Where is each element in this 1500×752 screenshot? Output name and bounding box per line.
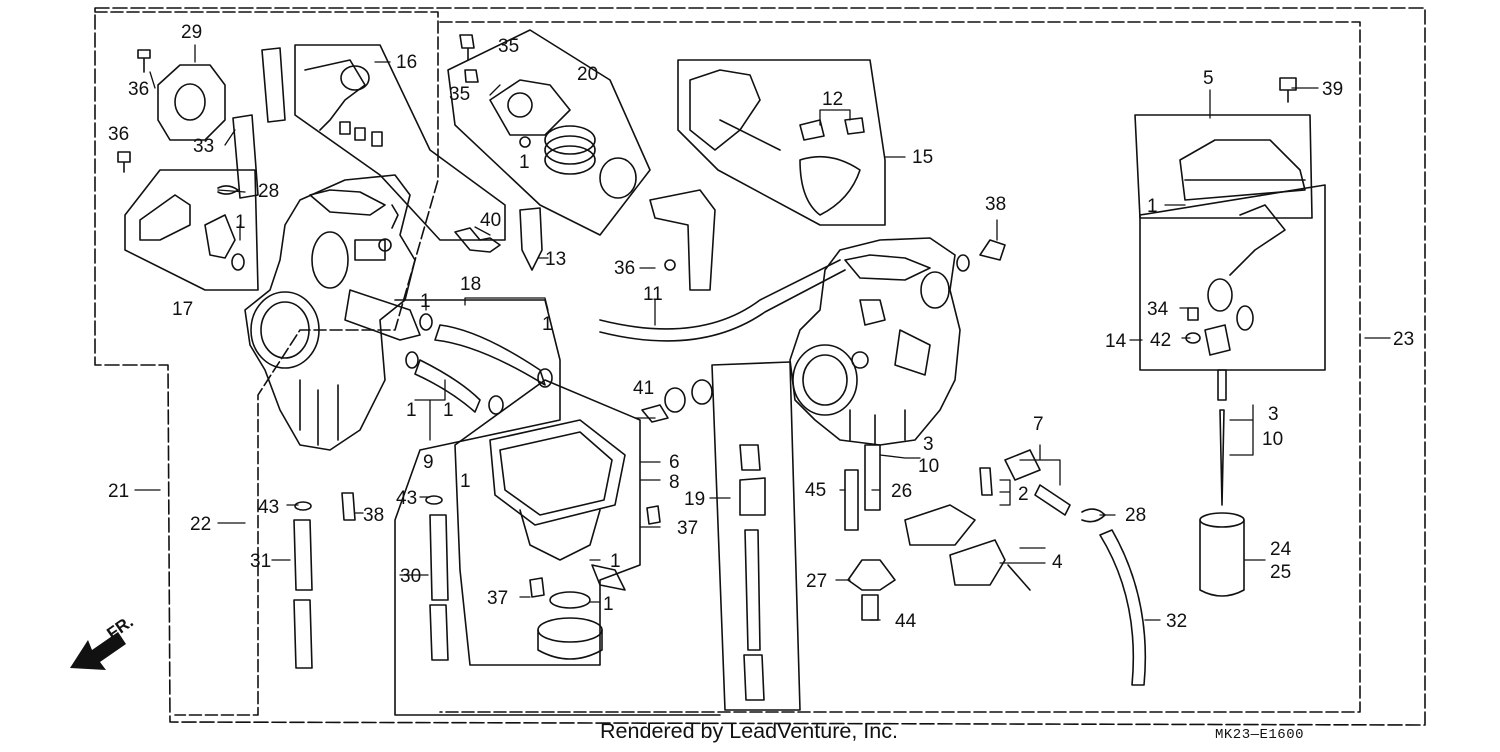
callout-labels: 29 36 36 33 28 1 17 16 40 13 18 1 1 1 1 … xyxy=(108,22,1414,632)
callout-41: 41 xyxy=(633,378,654,399)
callout-40: 40 xyxy=(480,210,501,231)
callout-25: 25 xyxy=(1270,562,1291,583)
callout-1: 1 xyxy=(420,291,431,312)
callout-1: 1 xyxy=(235,212,246,233)
callout-31: 31 xyxy=(250,551,271,572)
callout-9: 9 xyxy=(423,452,434,473)
diagram-code: MK23—E1600 xyxy=(1215,727,1304,743)
subgroup-outlines xyxy=(124,29,1326,371)
callout-1: 1 xyxy=(610,551,621,572)
callout-26: 26 xyxy=(891,481,912,502)
callout-42: 42 xyxy=(1150,330,1171,351)
callout-1: 1 xyxy=(1147,196,1158,217)
right-carburetor-body xyxy=(789,237,961,446)
callout-1: 1 xyxy=(443,400,454,421)
outer-frames xyxy=(94,7,1426,726)
callout-3: 3 xyxy=(923,434,934,455)
callout-36: 36 xyxy=(128,79,149,100)
callout-15: 15 xyxy=(912,147,933,168)
callout-4: 4 xyxy=(1052,552,1063,573)
callout-43: 43 xyxy=(258,497,279,518)
callout-45: 45 xyxy=(805,480,826,501)
callout-21: 21 xyxy=(108,481,129,502)
callout-1: 1 xyxy=(542,314,553,335)
callout-36: 36 xyxy=(614,258,635,279)
callout-38: 38 xyxy=(985,194,1006,215)
callout-12: 12 xyxy=(822,89,843,110)
callout-17: 17 xyxy=(172,299,193,320)
callout-23: 23 xyxy=(1393,329,1414,350)
footer: Rendered by LeadVenture, Inc. MK23—E1600 xyxy=(600,720,1304,743)
callout-36: 36 xyxy=(108,124,129,145)
callout-5: 5 xyxy=(1203,68,1214,89)
callout-11: 11 xyxy=(643,284,663,305)
component-sketches xyxy=(117,34,1306,701)
callout-43: 43 xyxy=(396,488,417,509)
left-carburetor-body xyxy=(244,174,421,451)
callout-22: 22 xyxy=(190,514,211,535)
footer-credit: Rendered by LeadVenture, Inc. xyxy=(600,720,898,743)
callout-29: 29 xyxy=(181,22,202,43)
callout-1: 1 xyxy=(406,400,417,421)
callout-35: 35 xyxy=(498,36,519,57)
callout-20: 20 xyxy=(577,64,598,85)
callout-13: 13 xyxy=(545,249,566,270)
callout-27: 27 xyxy=(806,571,827,592)
callout-2: 2 xyxy=(1018,484,1029,505)
callout-3: 3 xyxy=(1268,404,1279,425)
callout-8: 8 xyxy=(669,472,680,493)
callout-28: 28 xyxy=(1125,505,1146,526)
callout-1: 1 xyxy=(603,594,614,615)
callout-1: 1 xyxy=(460,471,471,492)
callout-1: 1 xyxy=(519,152,530,173)
callout-34: 34 xyxy=(1147,299,1169,320)
callout-37: 37 xyxy=(677,518,698,539)
callout-28: 28 xyxy=(258,181,279,202)
front-direction-arrow-icon: FR. xyxy=(70,612,137,670)
callout-35: 35 xyxy=(449,84,470,105)
callout-10: 10 xyxy=(918,456,939,477)
callout-39: 39 xyxy=(1322,79,1343,100)
callout-7: 7 xyxy=(1033,414,1044,435)
callout-16: 16 xyxy=(396,52,417,73)
callout-18: 18 xyxy=(460,274,481,295)
callout-38: 38 xyxy=(363,505,384,526)
callout-44: 44 xyxy=(895,611,917,632)
callout-6: 6 xyxy=(669,452,680,473)
callout-33: 33 xyxy=(193,136,214,157)
callout-24: 24 xyxy=(1270,539,1292,560)
callout-37: 37 xyxy=(487,588,508,609)
leader-lines xyxy=(134,44,1391,621)
callout-19: 19 xyxy=(684,489,705,510)
callout-10: 10 xyxy=(1262,429,1283,450)
callout-30: 30 xyxy=(400,566,421,587)
callout-14: 14 xyxy=(1105,331,1127,352)
callout-32: 32 xyxy=(1166,611,1187,632)
direction-label: FR. xyxy=(103,612,136,643)
